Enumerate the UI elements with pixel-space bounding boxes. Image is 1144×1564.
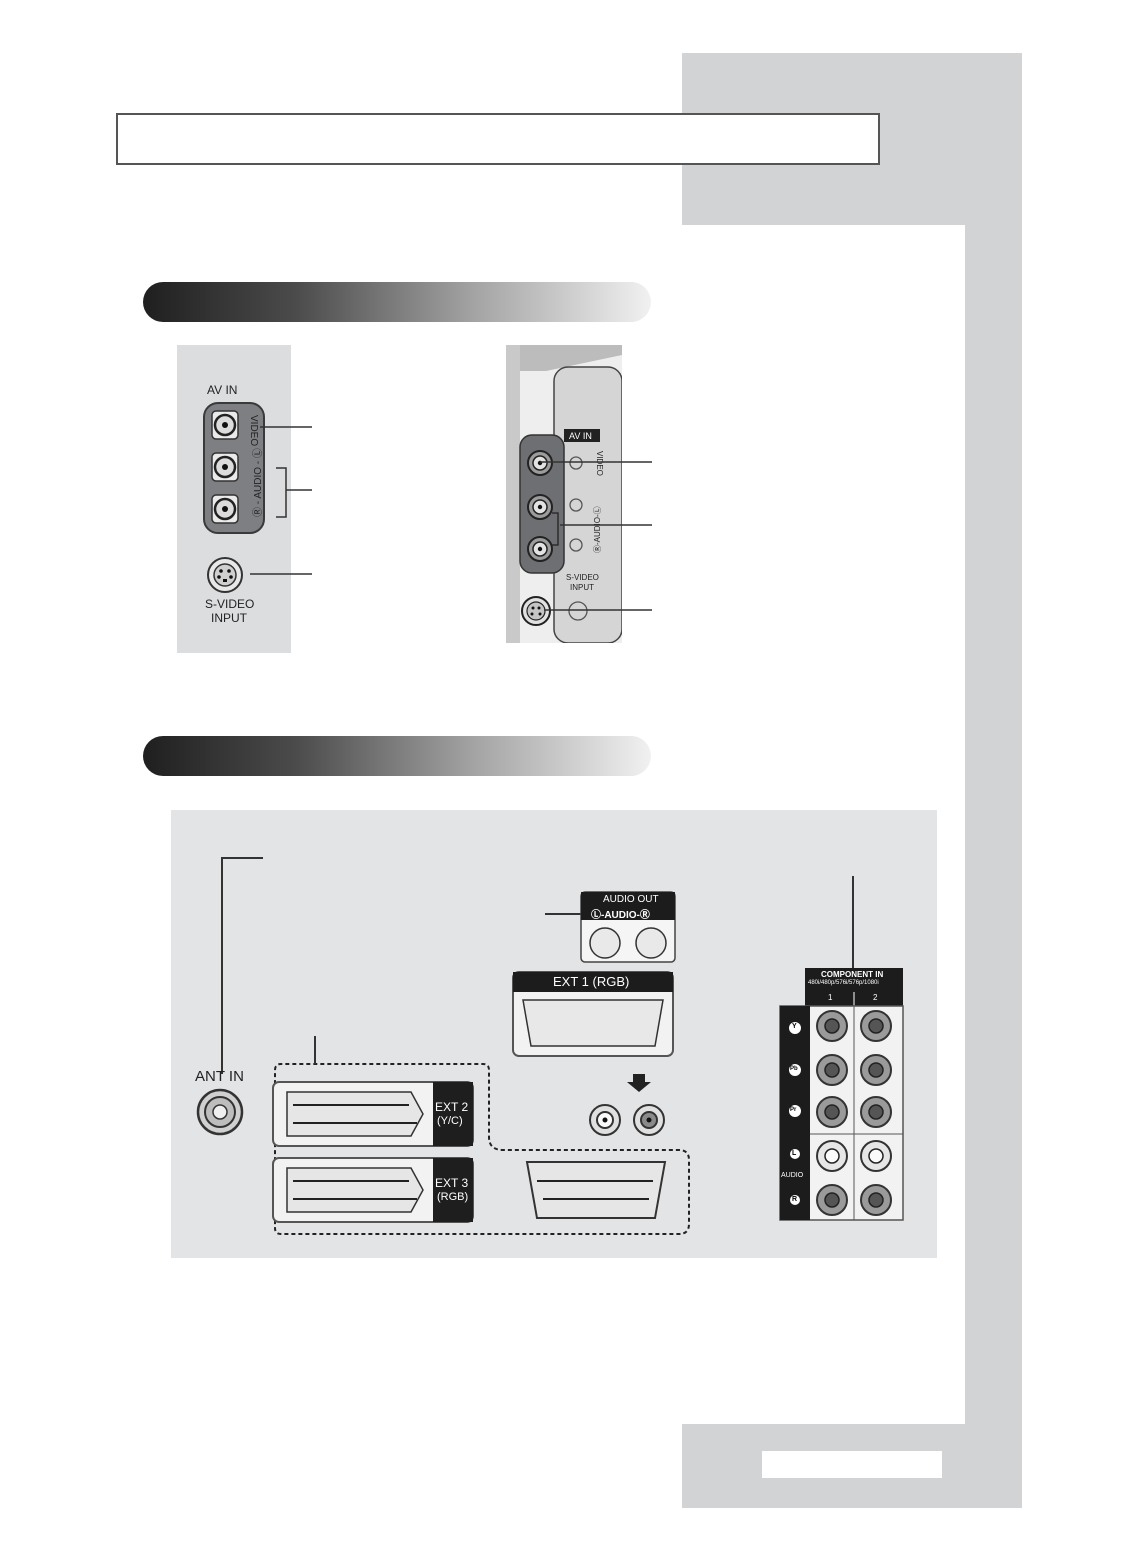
ext3-sub-label: (RGB)	[437, 1191, 469, 1203]
ext2-scart	[272, 1081, 474, 1147]
audio-out-block	[580, 891, 676, 963]
photo-input-label: INPUT	[570, 583, 594, 592]
side-av-in-label: AV IN	[207, 383, 238, 397]
rear-panel-art	[196, 857, 904, 1235]
ext2-label: EXT 2	[435, 1100, 469, 1114]
audio-out-label: AUDIO OUT	[603, 894, 659, 905]
photo-audio-r-jack	[527, 536, 553, 562]
ant-in-label: ANT IN	[195, 1068, 244, 1085]
component-in-label: COMPONENT IN	[821, 970, 884, 979]
side-photo-diagram: AV IN VIDEO Ⓡ-AUDIO-Ⓛ S-VIDEO INPUT	[506, 345, 622, 643]
component-row-y: Y	[792, 1023, 797, 1030]
component-col1-label: 1	[828, 993, 833, 1002]
photo-av-in-label: AV IN	[569, 431, 592, 441]
component-col2-label: 2	[873, 993, 878, 1002]
ext3-label: EXT 3	[435, 1176, 469, 1190]
component-audio-label: AUDIO	[781, 1172, 804, 1179]
page-number-box	[762, 1451, 942, 1478]
audio-l-jack	[211, 452, 239, 482]
section-bar-rear	[143, 736, 651, 776]
ext2-sub-label: (Y/C)	[437, 1115, 463, 1127]
audio-r-jack	[211, 494, 239, 524]
side-panel-art	[203, 402, 265, 593]
photo-s-video-label: S-VIDEO	[566, 573, 599, 582]
side-panel-diagram: AV IN VIDEO Ⓡ - AUDIO - Ⓛ S-VIDEO INPUT	[177, 345, 291, 653]
component-modes-label: 480i/480p/576i/576p/1080i	[808, 980, 879, 986]
component-audio-r: R	[792, 1196, 798, 1203]
video-jack	[211, 410, 239, 440]
photo-s-video-jack	[521, 596, 551, 626]
side-photo-art	[506, 345, 622, 643]
page-title-box	[116, 113, 880, 165]
audio-out-lr-label: Ⓛ-AUDIO-Ⓡ	[591, 910, 650, 921]
down-arrow-icon	[627, 1074, 651, 1092]
side-s-video-label: S-VIDEO	[205, 597, 255, 611]
component-audio-l: L	[792, 1150, 797, 1157]
ext1-label: EXT 1 (RGB)	[553, 974, 630, 989]
page-side-strip	[965, 225, 1022, 1425]
component-in-block	[779, 968, 904, 1221]
ant-in-jack	[196, 1088, 244, 1136]
monitor-out-jacks	[589, 1104, 665, 1136]
s-video-jack	[207, 557, 243, 593]
component-row-pb: Pb	[790, 1066, 798, 1072]
side-photo-leaders	[540, 461, 652, 611]
ext3-scart	[272, 1157, 474, 1223]
photo-audio-l-jack	[527, 494, 553, 520]
side-panel-leaders	[250, 426, 312, 575]
ext1-scart	[525, 1161, 667, 1219]
ext1-block	[512, 971, 674, 1057]
component-row-pr: Pr	[790, 1107, 797, 1113]
rear-panel-diagram: ANT IN AUDIO OUT Ⓛ-AUDIO-Ⓡ EXT 1 (RGB) E…	[171, 810, 937, 1258]
photo-video-jack	[527, 450, 553, 476]
component-jacks	[816, 1010, 892, 1216]
section-bar-side	[143, 282, 651, 322]
side-input-label: INPUT	[211, 611, 247, 625]
